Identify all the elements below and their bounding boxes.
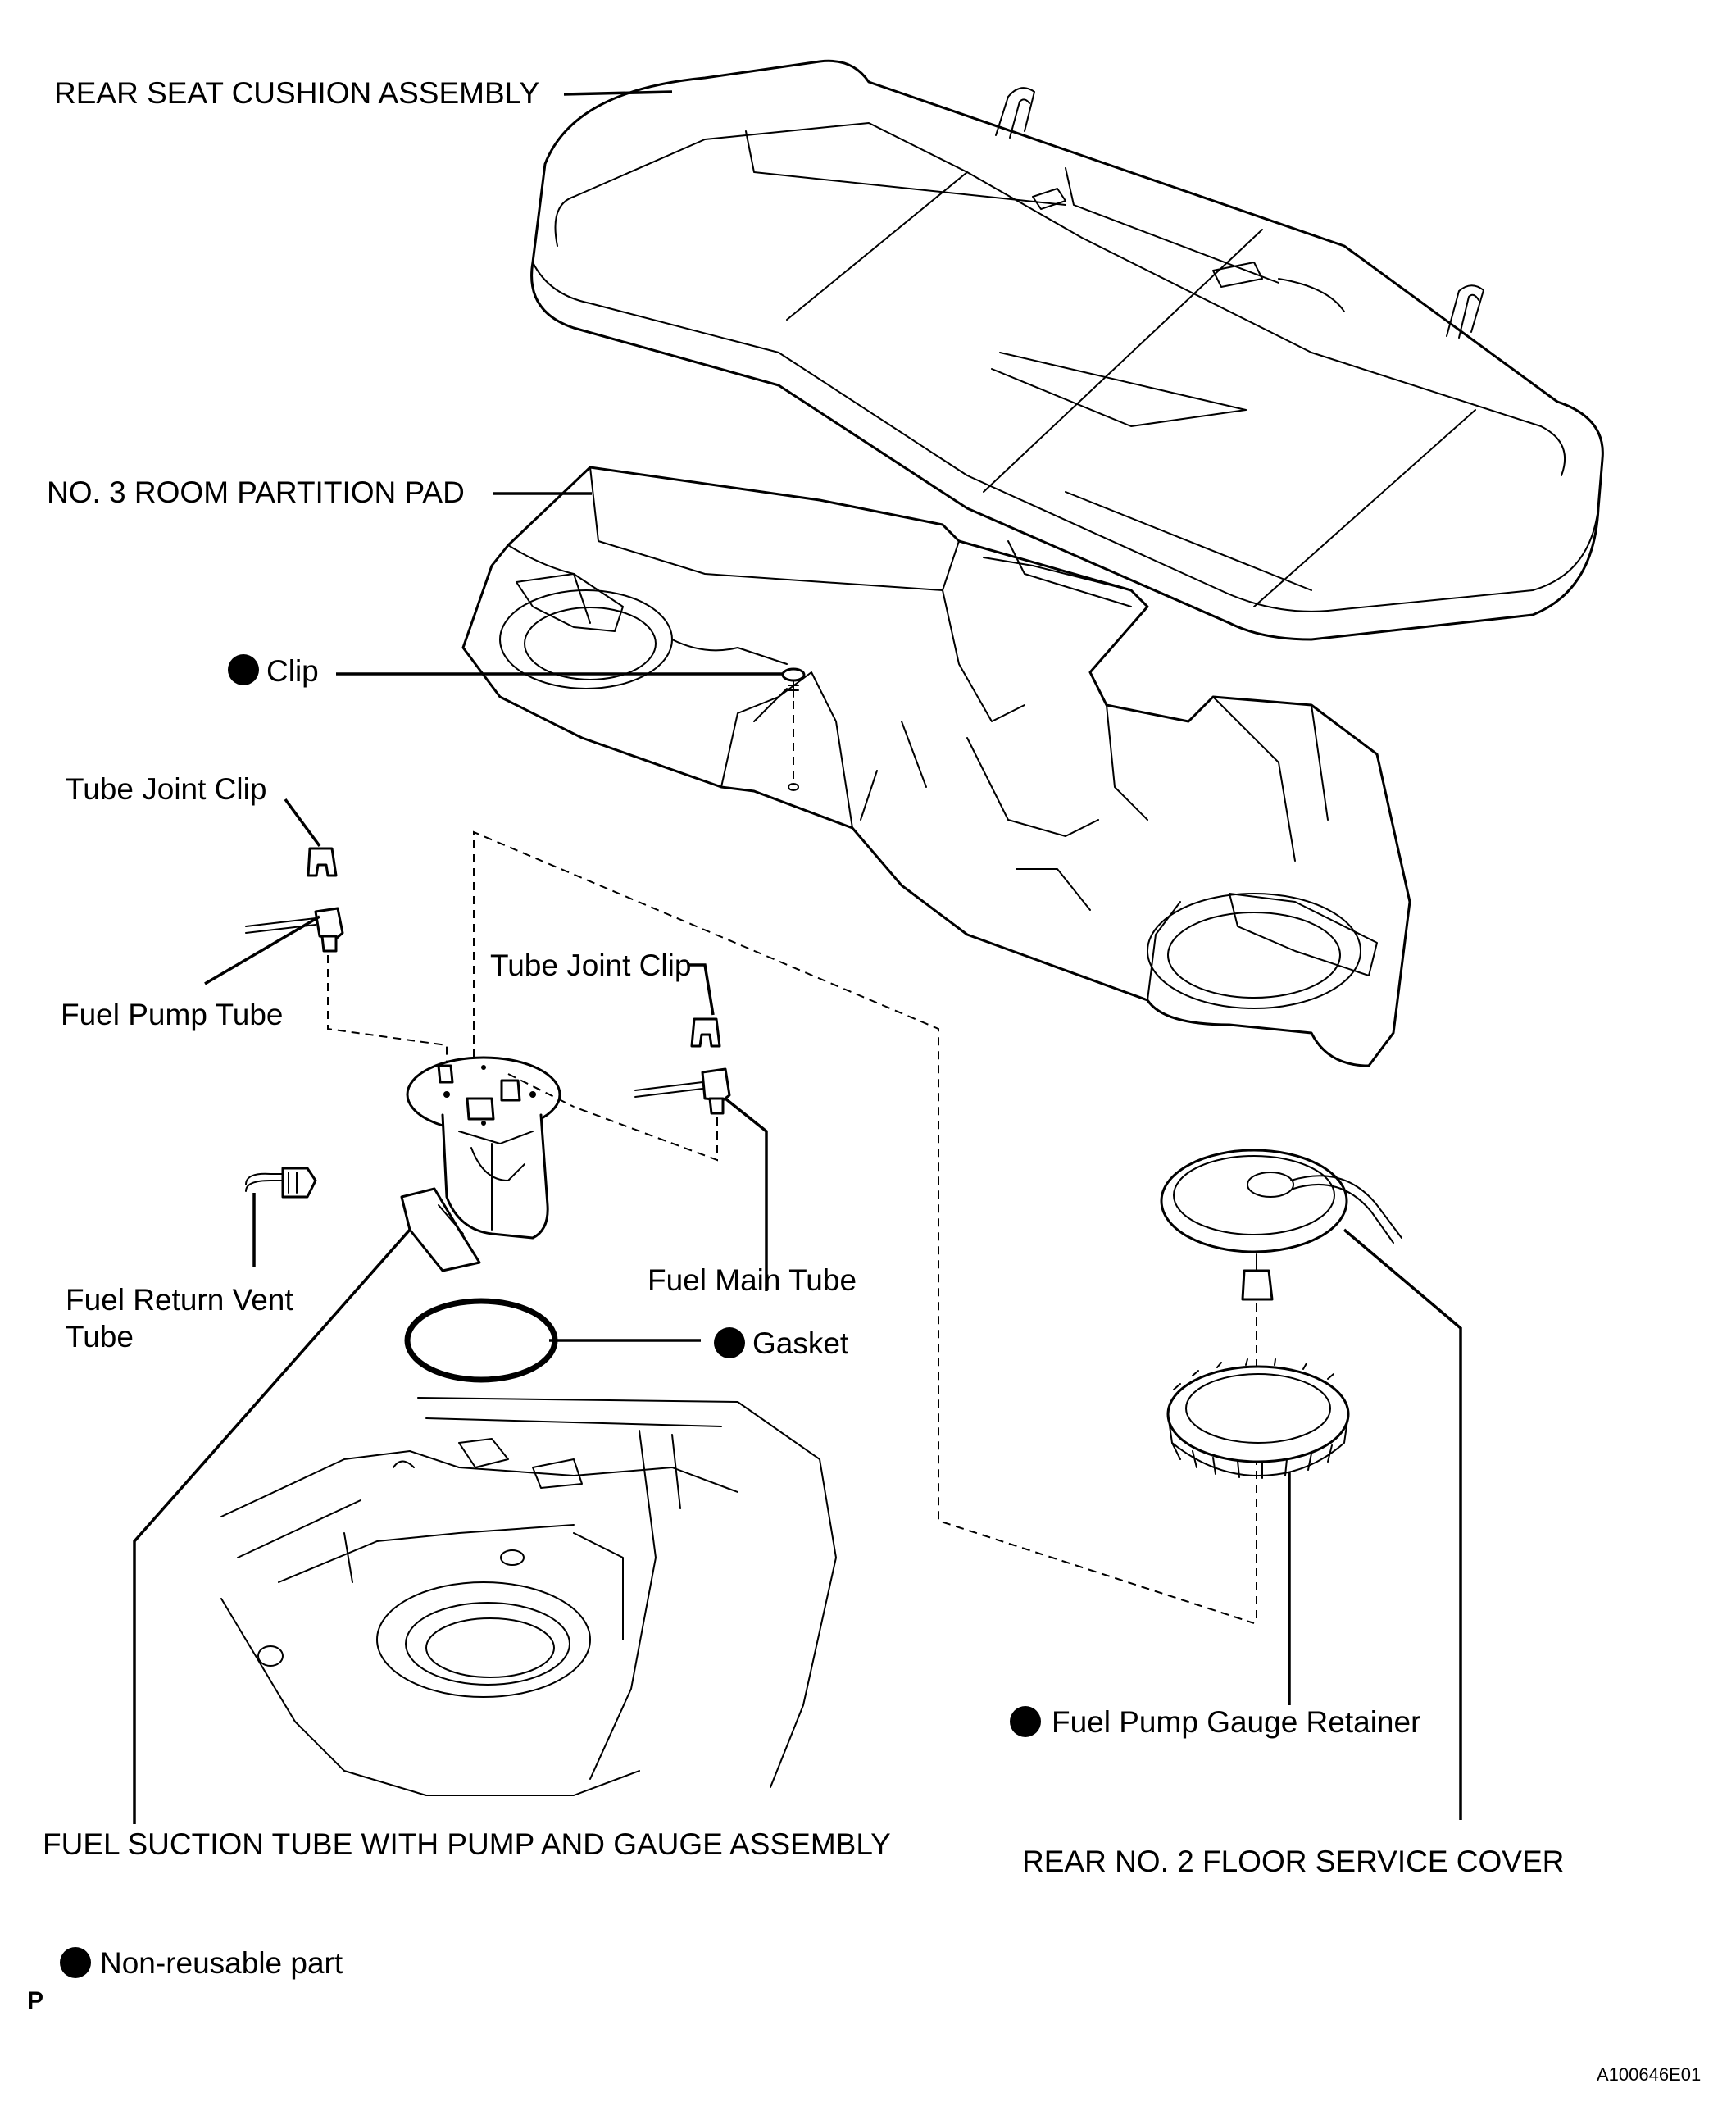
tube-joint-clip-left-drawing [307, 847, 338, 877]
clip-part-drawing [781, 667, 806, 791]
partition-pad-drawing [461, 466, 1411, 1067]
label-clip: Clip [266, 654, 319, 688]
fuel-main-tube-drawing [573, 1067, 731, 1162]
fuel-pump-tube-drawing [245, 907, 448, 1066]
label-rear-seat-cushion: REAR SEAT CUSHION ASSEMBLY [54, 76, 539, 110]
label-tube-joint-clip-left: Tube Joint Clip [66, 772, 266, 806]
fuel-pump-assembly-drawing [400, 830, 1255, 1624]
legend-non-reusable-icon [60, 1947, 91, 1978]
figure-code: A100646E01 [1597, 2064, 1701, 2085]
rear-seat-cushion-drawing [530, 59, 1604, 641]
label-fuel-return-vent-line2: Tube [66, 1320, 134, 1353]
label-gasket: Gasket [752, 1326, 849, 1360]
legend-non-reusable-label: Non-reusable part [100, 1946, 343, 1980]
fuel-pump-gauge-retainer-drawing [1166, 1358, 1350, 1479]
non-reusable-marker-icon [228, 654, 259, 685]
vehicle-floor-drawing [220, 1397, 837, 1796]
service-cover-drawing [1160, 1149, 1402, 1623]
label-tube-joint-clip-right: Tube Joint Clip [490, 949, 691, 982]
label-rear-floor-service-cover: REAR NO. 2 FLOOR SERVICE COVER [1022, 1845, 1564, 1878]
label-fuel-main-tube: Fuel Main Tube [648, 1263, 857, 1297]
label-fuel-return-vent-line1: Fuel Return Vent [66, 1283, 293, 1317]
page-marker: P [27, 1987, 43, 2014]
label-fuel-pump-tube: Fuel Pump Tube [61, 998, 283, 1031]
tube-joint-clip-right-drawing [690, 1017, 721, 1048]
label-fuel-suction-assembly: FUEL SUCTION TUBE WITH PUMP AND GAUGE AS… [43, 1827, 891, 1861]
non-reusable-marker-icon [1010, 1706, 1041, 1737]
label-fuel-pump-gauge-retainer: Fuel Pump Gauge Retainer [1052, 1705, 1420, 1739]
gasket-drawing [404, 1298, 558, 1383]
leader-lines [133, 90, 1462, 1824]
non-reusable-marker-icon [714, 1327, 745, 1358]
fuel-return-vent-tube-drawing [245, 1167, 317, 1199]
label-partition-pad: NO. 3 ROOM PARTITION PAD [47, 475, 465, 509]
